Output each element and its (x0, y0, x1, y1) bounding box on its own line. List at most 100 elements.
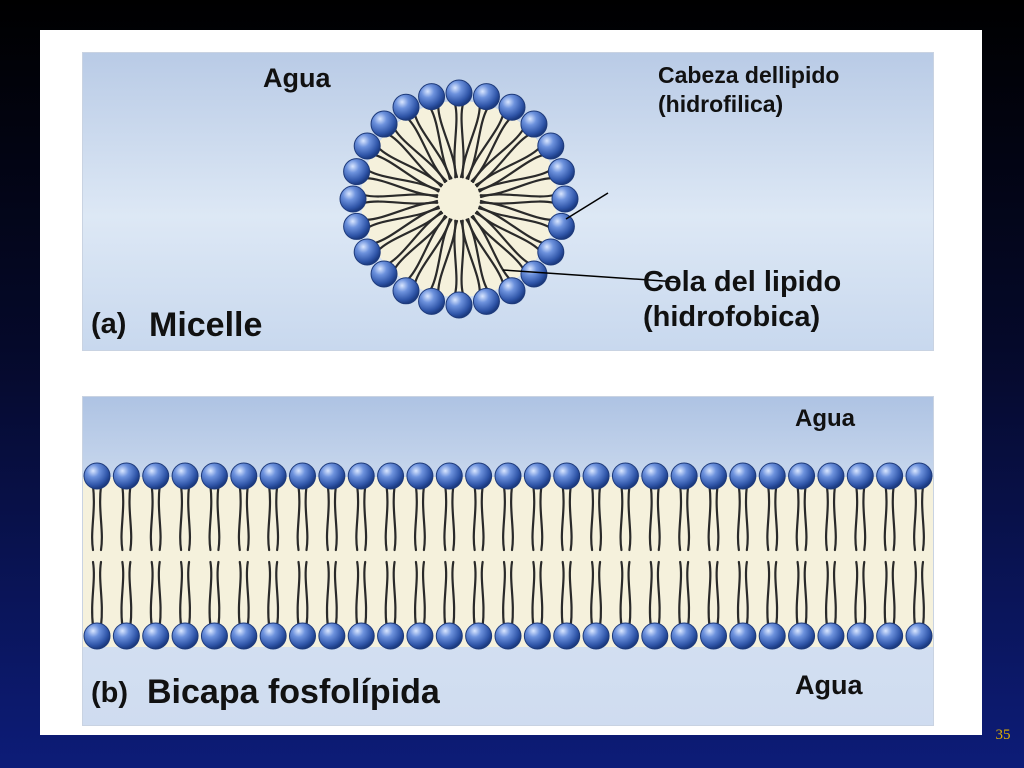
bilayer-tail (421, 560, 426, 628)
bilayer-head-bottom (465, 622, 493, 650)
bilayer-head-top (494, 462, 522, 490)
bilayer-head-bottom (289, 622, 316, 650)
bilayer-head-bottom (817, 622, 845, 650)
bilayer-tail (267, 484, 272, 552)
bilayer-tail (656, 560, 661, 628)
bilayer-head-bottom (230, 622, 258, 650)
lipid-tail (437, 105, 457, 179)
bilayer-tail (267, 560, 272, 628)
bilayer-head-top (435, 462, 463, 490)
bilayer-tail (862, 484, 867, 552)
lipid-head-label-line2: (hidrofilica) (658, 91, 784, 117)
bilayer-head-bottom (729, 622, 757, 650)
bilayer-head-bottom (788, 622, 816, 650)
bilayer-tail (333, 484, 338, 552)
lipid-head (520, 260, 548, 288)
bilayer-tail (619, 484, 624, 552)
bilayer-tail (216, 560, 221, 628)
bilayer-tail (598, 484, 603, 552)
bilayer-tail (619, 560, 624, 628)
bilayer-head-top (377, 462, 405, 490)
bilayer-head-bottom (582, 622, 610, 650)
bilayer-tail (502, 484, 506, 552)
panel-b-letter: (b) (91, 677, 129, 709)
micelle-panel: Agua Cabeza dellipido (hidrofilica) Cola… (82, 52, 934, 351)
lipid-head (537, 132, 565, 160)
lipid-head (418, 287, 446, 315)
lipid-head (445, 291, 473, 319)
bilayer-tail (707, 484, 712, 552)
bilayer-tail (296, 560, 301, 628)
bilayer-tail (355, 560, 360, 628)
bilayer-head-top (347, 462, 375, 490)
bilayer-tail (392, 560, 397, 628)
bilayer-head-top (758, 462, 786, 490)
lipid-head (498, 277, 526, 305)
bilayer-head-top (171, 462, 199, 490)
bilayer-tail (590, 484, 595, 552)
lipid-head (339, 185, 367, 213)
lipid-tail (413, 217, 451, 285)
lipid-head (343, 212, 371, 240)
bilayer-head-bottom (553, 622, 581, 650)
bilayer-tail (824, 560, 829, 628)
bilayer-head-bottom (377, 622, 405, 650)
bilayer-tail (921, 560, 925, 628)
bilayer-head-top (406, 462, 434, 490)
bilayer-head-bottom (758, 622, 786, 650)
bilayer-tail (795, 560, 800, 628)
bilayer-tail (472, 560, 477, 628)
lipid-tail (367, 205, 440, 229)
tail-pointer-line (502, 269, 679, 283)
water-top-label: Agua (795, 405, 855, 432)
bilayer-head-top (846, 462, 874, 490)
bilayer-tail (678, 560, 683, 628)
bilayer-tail (560, 560, 565, 628)
lipid-tail (365, 177, 439, 197)
bilayer-head-bottom (112, 622, 140, 650)
bilayer-head-bottom (142, 622, 170, 650)
bilayer-head-bottom (318, 622, 346, 650)
lipid-tail (362, 199, 439, 205)
lipid-tail (406, 117, 448, 183)
lipid-head (370, 260, 398, 288)
lipid-tail (429, 107, 453, 180)
slide-number: 35 (995, 727, 1011, 743)
bilayer-tail (891, 484, 896, 552)
bilayer-head-top (788, 462, 816, 490)
bilayer-tail (913, 560, 917, 628)
lipid-tail (465, 218, 489, 291)
bilayer-head-bottom (83, 622, 111, 650)
bilayer-head-top (289, 462, 316, 490)
lipid-tail (479, 201, 553, 221)
bilayer-tail (413, 484, 418, 552)
lipid-head (537, 238, 565, 266)
bilayer-head-top (112, 462, 140, 490)
lipid-head (472, 83, 500, 111)
bilayer-head-top (582, 462, 610, 490)
lipid-tail (472, 127, 525, 184)
bilayer-tail (832, 484, 837, 552)
bilayer-tail (363, 560, 368, 628)
bilayer-tail (891, 560, 896, 628)
lipid-tail (393, 214, 446, 271)
bilayer-tail (627, 484, 632, 552)
bilayer-tail (333, 560, 338, 628)
bilayer-head-bottom (905, 622, 933, 650)
lipid-tail-label-line1: Cola del lipido (643, 266, 842, 298)
bilayer-head-bottom (846, 622, 874, 650)
bilayer-tail (384, 484, 389, 552)
bilayer-tail (560, 484, 565, 552)
bilayer-tail (648, 484, 653, 552)
lipid-tail (470, 215, 512, 281)
lipid-head (551, 185, 579, 213)
lipid-tail (477, 207, 545, 245)
bilayer-tail (275, 560, 280, 628)
bilayer-head-top (523, 462, 551, 490)
bilayer-panel: Agua Agua (b) Bicapa fosfolípida (82, 396, 934, 726)
bilayer-tail (128, 484, 133, 552)
bilayer-tail (590, 560, 595, 628)
bilayer-tail (854, 560, 859, 628)
bilayer-head-bottom (611, 622, 639, 650)
lipid-tail-label-line2: (hidrofobica) (643, 301, 821, 333)
